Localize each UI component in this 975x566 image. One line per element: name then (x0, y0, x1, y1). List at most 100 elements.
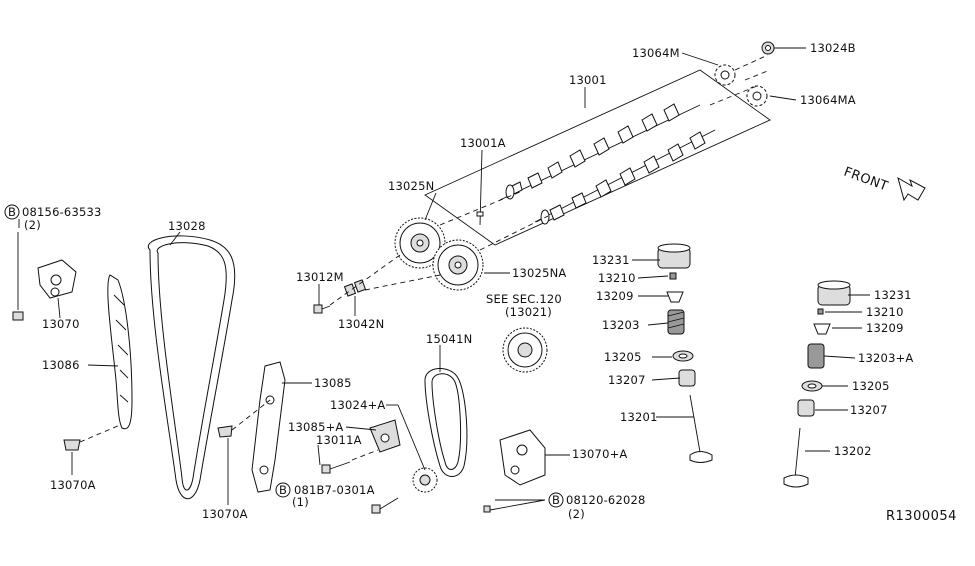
label-081B7-0301A: 081B7-0301A (294, 483, 375, 497)
bolt-13011A (321, 461, 351, 474)
label-13024B: 13024B (810, 41, 856, 55)
oil-pump-sprocket-13024A (412, 467, 438, 493)
valve-cotter-13210-left (669, 272, 677, 280)
label-13231-left: 13231 (592, 253, 630, 267)
label-13028: 13028 (168, 219, 206, 233)
label-13042N: 13042N (338, 317, 384, 331)
valve-lifter-13231-right (817, 280, 851, 306)
label-13207-right: 13207 (850, 403, 888, 417)
dash-13070A-center (231, 399, 271, 431)
cam-sprocket-13025N (394, 217, 446, 269)
label-13070: 13070 (42, 317, 80, 331)
label-08156-qty: (2) (24, 218, 41, 232)
dash-13011A (351, 449, 379, 461)
dash-sprocket-to-cam-upper (439, 191, 521, 226)
label-13001: 13001 (569, 73, 607, 87)
valve-cotter-13210-right (817, 308, 824, 315)
front-direction-arrow (897, 176, 926, 202)
spring-seat-13205-right (801, 380, 823, 392)
label-13201: 13201 (620, 410, 658, 424)
bolt-symbol-08156: B (4, 204, 20, 220)
spring-retainer-13209-left (666, 291, 684, 303)
bolt-081B7-0301A (371, 497, 399, 514)
chain-guide-13085 (251, 361, 286, 493)
chain-tensioner-13070A (499, 429, 546, 486)
cam-sprocket-13025NA (432, 239, 484, 291)
camshaft-lower (534, 129, 716, 225)
valve-oil-seal-13207-right (797, 399, 815, 417)
camshaft-upper (499, 103, 701, 201)
bolt-08156-63533 (12, 232, 24, 321)
bolt-13070A-left (63, 439, 81, 451)
label-13064MA: 13064MA (800, 93, 856, 107)
label-13025N: 13025N (388, 179, 434, 193)
label-13011A: 13011A (316, 433, 362, 447)
label-13209-right: 13209 (866, 321, 904, 335)
label-13205-right: 13205 (852, 379, 890, 393)
label-13210-right: 13210 (866, 305, 904, 319)
intake-valve-13201 (689, 394, 713, 463)
label-15041N: 15041N (426, 332, 472, 346)
bolt-08120-62028 (483, 499, 546, 513)
svg-text:B: B (279, 483, 287, 497)
timing-chain-13028 (147, 235, 236, 500)
label-13070A-left: 13070A (50, 478, 96, 492)
label-13202: 13202 (834, 444, 872, 458)
bolt-symbol-08187: B (275, 482, 291, 498)
diagram-reference-number: R1300054 (886, 509, 957, 524)
chain-tensioner-13070 (37, 259, 77, 299)
camshaft-bracket-outline (424, 69, 771, 246)
label-081B7-qty: (1) (292, 495, 309, 509)
label-13025NA: 13025NA (512, 266, 566, 280)
label-08120-62028: 08120-62028 (566, 493, 646, 507)
cam-position-plate-13064MA (746, 85, 768, 107)
label-13210-left: 13210 (598, 271, 636, 285)
crankshaft-sprocket-13021 (502, 327, 548, 373)
svg-text:B: B (8, 205, 16, 219)
valve-lifter-13231-left (657, 243, 691, 269)
label-13070A-center: 13070A (202, 507, 248, 521)
label-see-sec-ref: (13021) (505, 305, 552, 319)
dash-sprocket-to-cam-lower (479, 215, 549, 251)
label-see-sec-120: SEE SEC.120 (486, 292, 562, 306)
bolt-symbol-08120: B (548, 492, 564, 508)
camshaft-assembly (424, 69, 771, 246)
bolt-13070A-center (217, 425, 233, 438)
valve-spring-13203-left (667, 309, 685, 335)
label-13001A: 13001A (460, 136, 506, 150)
label-13085: 13085 (314, 376, 352, 390)
dash-13070A-left (79, 424, 121, 443)
cam-position-plate-13064M (714, 64, 736, 86)
label-13209-left: 13209 (596, 289, 634, 303)
label-13203-left: 13203 (602, 318, 640, 332)
bolt-13012M (313, 304, 331, 314)
label-08156-63533: 08156-63533 (22, 205, 102, 219)
dash-13064MA-upper (744, 69, 771, 81)
label-13085A: 13085+A (288, 420, 344, 434)
label-13064M: 13064M (632, 46, 680, 60)
label-13086: 13086 (42, 358, 80, 372)
leader-13024A-part (397, 404, 426, 471)
valve-spring-13203A-right (807, 343, 825, 369)
oil-pump-chain-15041N (424, 368, 468, 477)
label-13203A: 13203+A (858, 351, 914, 365)
dash-washer-to-sprocket (364, 274, 441, 291)
label-13231-right: 13231 (874, 288, 912, 302)
chain-guide-13086 (107, 274, 133, 430)
label-13012M: 13012M (296, 270, 344, 284)
exhaust-valve-13202 (783, 427, 809, 488)
dowel-pin-13001A (476, 211, 484, 217)
bolt-13024B (761, 41, 775, 55)
spring-retainer-13209-right (813, 323, 831, 335)
label-front: FRONT (842, 165, 890, 195)
valve-oil-seal-13207-left (678, 369, 696, 387)
dash-13064M (734, 54, 769, 71)
leader-lines (18, 47, 870, 505)
label-13205-left: 13205 (604, 350, 642, 364)
svg-text:B: B (552, 493, 560, 507)
label-13024A: 13024+A (330, 398, 386, 412)
chain-guide-13085A (369, 419, 401, 453)
label-13207-left: 13207 (608, 373, 646, 387)
